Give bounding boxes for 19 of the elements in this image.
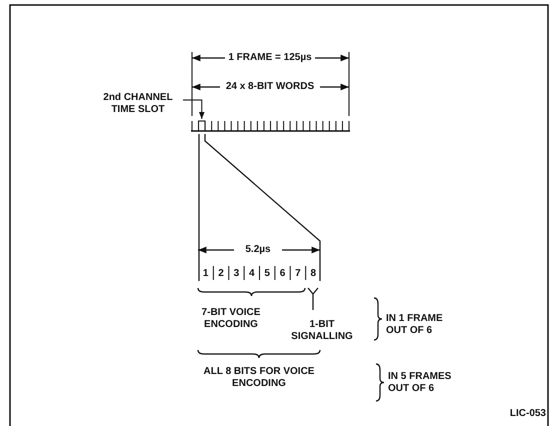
bit-number: 2: [217, 268, 225, 280]
leader-line: [182, 100, 205, 120]
time-slot: [198, 120, 206, 132]
bit-number: 1: [202, 268, 210, 280]
dimension-label: 1 FRAME = 125µs: [225, 52, 315, 64]
field-label: 1-BIT SIGNALLING: [290, 319, 354, 343]
note-text: IN 1 FRAME OUT OF 6: [386, 313, 444, 337]
bit-number: 4: [248, 268, 256, 280]
bit-number: 7: [294, 268, 302, 280]
note-text: IN 5 FRAMES OUT OF 6: [388, 371, 452, 395]
bit-number: 6: [278, 268, 286, 280]
callout-text: 2nd CHANNEL TIME SLOT: [93, 92, 183, 116]
figure-number: LIC-053: [508, 408, 546, 420]
bit-number: 5: [263, 268, 271, 280]
bit-number: 8: [310, 268, 318, 280]
field-label: ALL 8 BITS FOR VOICE ENCODING: [203, 366, 315, 390]
bit-number: 3: [232, 268, 240, 280]
field-label: 7-BIT VOICE ENCODING: [200, 307, 262, 331]
dimension-label: 5.2µs: [234, 244, 282, 256]
